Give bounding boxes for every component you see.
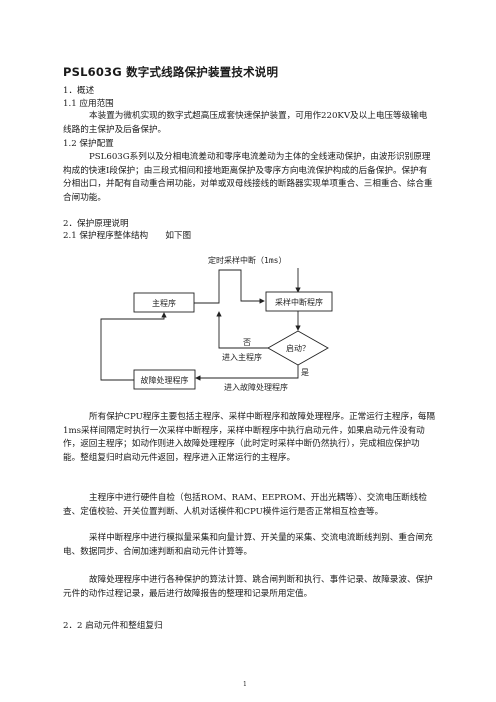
section-1-1-heading: 1.1 应用范围 <box>63 99 114 109</box>
paragraph-main-program: 主程序中进行硬件自检（包括ROM、RAM、EEPROM、开出光耦等）、交流电压断… <box>63 493 427 517</box>
arrow-main-to-sample <box>194 269 265 304</box>
arrow-fault-to-main <box>100 312 167 381</box>
no-label: 否 <box>243 338 251 347</box>
section-2-heading: 2．保护原理说明 <box>63 219 129 229</box>
main-program-box <box>133 292 195 313</box>
document-title: PSL603G 数字式线路保护装置技术说明 <box>63 65 279 79</box>
page-number: 1 <box>243 681 247 688</box>
timer-label: 定时采样中断（1ms） <box>208 255 286 265</box>
paragraph-cpu-programs: 所有保护CPU程序主要包括主程序、采样中断程序和故障处理程序。正常运行主程序，每… <box>63 412 436 463</box>
arrow-yes-to-fault <box>195 365 299 381</box>
sample-interrupt-box <box>265 291 333 312</box>
section-1-heading: 1．概述 <box>63 86 95 96</box>
section-1-1-text: 本装置为微机实现的数字式超高压成套快速保护装置，可用作220KV及以上电压等级输… <box>63 111 428 135</box>
fault-handling-label: 故障处理程序 <box>141 375 189 385</box>
paragraph-fault-handling: 故障处理程序中进行各种保护的算法计算、跳合闸判断和执行、事件记录、故障录波、保护… <box>63 575 433 599</box>
section-2-2-heading: 2．2 启动元件和整组复归 <box>63 621 163 631</box>
section-2-1-heading: 2.1 保护程序整体结构 如下图 <box>63 231 192 241</box>
enter-fault-label: 进入故障处理程序 <box>224 382 288 392</box>
sample-interrupt-label: 采样中断程序 <box>275 297 323 307</box>
paragraph-sample-interrupt: 采样中断程序中进行模拟量采集和向量计算、开关量的采集、交流电流断线判别、重合闸充… <box>63 533 433 557</box>
section-1-2-text: PSL603G系列以及分相电流差动和零序电流差动为主体的全线速动保护，由波形识别… <box>63 152 433 203</box>
yes-label: 是 <box>301 368 309 377</box>
section-1-2-heading: 1.2 保护配置 <box>63 139 114 149</box>
enter-main-label: 进入主程序 <box>222 352 262 362</box>
decision-label: 启动？ <box>286 343 310 353</box>
fault-handling-box <box>133 369 196 390</box>
main-program-label: 主程序 <box>152 298 176 308</box>
arrow-no-to-main <box>218 312 268 349</box>
